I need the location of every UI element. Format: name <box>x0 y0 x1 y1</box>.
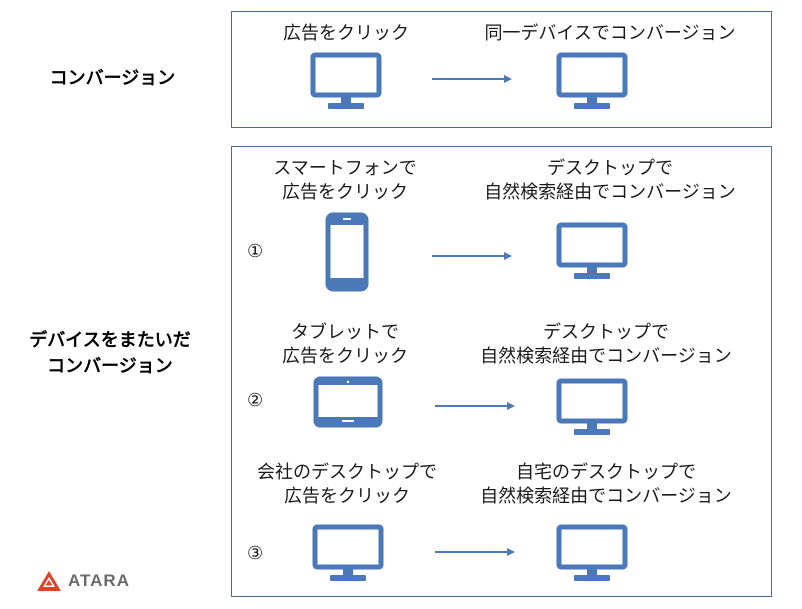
row3-right-caption: 自宅のデスクトップで 自然検索経由でコンバージョン <box>456 461 756 509</box>
tablet-icon <box>313 376 383 428</box>
atara-logo-text: ATARA <box>68 571 130 590</box>
cross-device-panel <box>231 146 772 597</box>
desktop-monitor-icon <box>556 52 628 109</box>
row1-number: ① <box>247 241 264 262</box>
label-cross-device-line1: デバイスをまたいだ <box>29 330 191 351</box>
row2-left-caption-line1: タブレットで <box>291 322 399 343</box>
row2-number: ② <box>247 390 264 411</box>
row3-right-caption-line1: 自宅のデスクトップで <box>516 462 696 483</box>
label-conversion: コンバージョン <box>49 68 176 89</box>
row1-left-caption-line1: スマートフォンで <box>273 158 417 179</box>
top-left-caption: 広告をクリック <box>283 23 409 44</box>
arrow-icon <box>432 75 512 83</box>
row2-right-caption-line1: デスクトップで <box>543 322 669 343</box>
row1-right-caption: デスクトップで 自然検索経由でコンバージョン <box>460 157 760 205</box>
row3-left-caption-line1: 会社のデスクトップで <box>257 462 437 483</box>
desktop-monitor-icon <box>556 222 628 279</box>
row1-right-caption-line1: デスクトップで <box>547 158 673 179</box>
arrow-icon <box>432 252 512 260</box>
row2-left-caption: タブレットで 広告をクリック <box>240 321 450 369</box>
desktop-monitor-icon <box>556 378 628 435</box>
row2-right-caption-line2: 自然検索経由でコンバージョン <box>480 346 732 367</box>
row2-right-caption: デスクトップで 自然検索経由でコンバージョン <box>456 321 756 369</box>
desktop-monitor-icon <box>312 524 384 581</box>
row3-left-caption-line2: 広告をクリック <box>284 486 410 507</box>
row3-right-caption-line2: 自然検索経由でコンバージョン <box>480 486 732 507</box>
smartphone-icon <box>325 212 369 292</box>
atara-logo-icon <box>37 571 61 591</box>
label-cross-device-line2: コンバージョン <box>47 356 173 377</box>
row1-left-caption-line2: 広告をクリック <box>282 182 408 203</box>
label-cross-device: デバイスをまたいだ コンバージョン <box>10 328 210 380</box>
row3-number: ③ <box>247 543 264 564</box>
row2-left-caption-line2: 広告をクリック <box>282 346 408 367</box>
arrow-icon <box>435 402 515 410</box>
row1-right-caption-line2: 自然検索経由でコンバージョン <box>484 182 736 203</box>
same-device-panel <box>231 11 772 128</box>
top-right-caption: 同一デバイスでコンバージョン <box>484 23 736 44</box>
desktop-monitor-icon <box>310 52 382 109</box>
row3-left-caption: 会社のデスクトップで 広告をクリック <box>236 461 458 509</box>
row1-left-caption: スマートフォンで 広告をクリック <box>240 157 450 205</box>
arrow-icon <box>435 548 515 556</box>
desktop-monitor-icon <box>556 524 628 581</box>
atara-logo: ATARA <box>36 570 130 592</box>
